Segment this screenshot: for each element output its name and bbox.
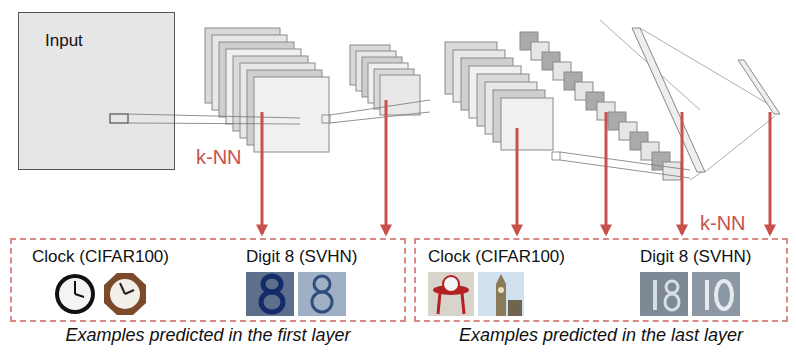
tower	[496, 274, 506, 316]
digit-stroke	[716, 281, 732, 309]
clock-hand	[74, 281, 76, 294]
image-ground	[428, 272, 474, 316]
knn-arrow	[681, 112, 684, 234]
knn-arrow	[261, 112, 264, 234]
clock-hand	[125, 290, 134, 294]
node-label: Clock (CIFAR100)	[32, 247, 169, 267]
image-ground	[52, 272, 98, 316]
receptive-field	[322, 115, 330, 123]
node-label: Digit 8 (SVHN)	[640, 247, 751, 267]
digit-image	[692, 272, 740, 316]
knn-arrow	[516, 128, 519, 234]
projection-line	[128, 123, 300, 124]
dense-layers	[600, 20, 780, 180]
feature-map	[501, 98, 553, 150]
example-box: Clock (CIFAR100)Digit 8 (SVHN)Examples p…	[414, 238, 788, 322]
input-fill	[18, 12, 175, 170]
image-ground	[640, 272, 688, 316]
knn-arrows	[262, 100, 770, 234]
projection-line	[128, 114, 300, 118]
projection-line	[560, 160, 690, 178]
digit-stroke	[312, 292, 332, 312]
digit-stroke	[665, 294, 679, 310]
image-ground	[246, 272, 294, 316]
digit-image	[246, 272, 294, 316]
input-box: Input	[18, 12, 175, 170]
digit-stroke	[666, 281, 678, 293]
dense-layer	[632, 28, 705, 172]
receptive-field	[552, 152, 560, 160]
knn-arrow	[385, 100, 388, 234]
digit-stroke	[261, 292, 283, 312]
receptive-field	[110, 114, 128, 123]
clock-rim	[104, 273, 146, 315]
image-ground	[102, 272, 148, 316]
knn-label: k-NN	[196, 146, 242, 169]
feature-map	[254, 77, 329, 152]
clock-face	[59, 278, 91, 310]
clock-face	[498, 287, 504, 293]
knn-arrow	[605, 112, 608, 234]
caption-text: Examples predicted in the last layer	[416, 325, 786, 346]
projection-line	[560, 152, 690, 170]
clock-face	[110, 279, 140, 309]
image-ground	[478, 272, 524, 316]
digit-stroke	[653, 280, 657, 310]
dense-layer	[738, 60, 780, 114]
projection-line	[330, 112, 430, 123]
table-leg	[462, 293, 464, 314]
knn-label: k-NN	[700, 212, 746, 235]
feature-map	[663, 162, 681, 180]
tower-image	[478, 272, 524, 316]
knn-arrow	[769, 112, 772, 234]
digit-stroke	[705, 280, 709, 310]
projection-line	[640, 28, 775, 108]
table-leg	[438, 293, 440, 314]
example-box: Clock (CIFAR100)Digit 8 (SVHN)Examples p…	[10, 238, 406, 322]
node-label: Input	[45, 31, 83, 51]
image-ground	[692, 272, 740, 316]
node-label: Digit 8 (SVHN)	[246, 247, 357, 267]
clock-hand	[120, 283, 125, 294]
clock-image	[102, 272, 148, 316]
clock-face	[443, 276, 459, 292]
projection-line	[330, 100, 430, 115]
projection-line	[705, 116, 775, 172]
caption-text: Examples predicted in the first layer	[12, 325, 404, 346]
node-label: Clock (CIFAR100)	[428, 247, 565, 267]
building	[508, 300, 522, 316]
clock-rim	[55, 274, 95, 314]
clock-image	[52, 272, 98, 316]
digit-image	[640, 272, 688, 316]
digit-image	[298, 272, 346, 316]
image-ground	[298, 272, 346, 316]
layer-stack	[205, 28, 681, 180]
clock-image	[428, 272, 474, 316]
digit-stroke	[314, 276, 330, 292]
clock-hand	[75, 294, 84, 297]
